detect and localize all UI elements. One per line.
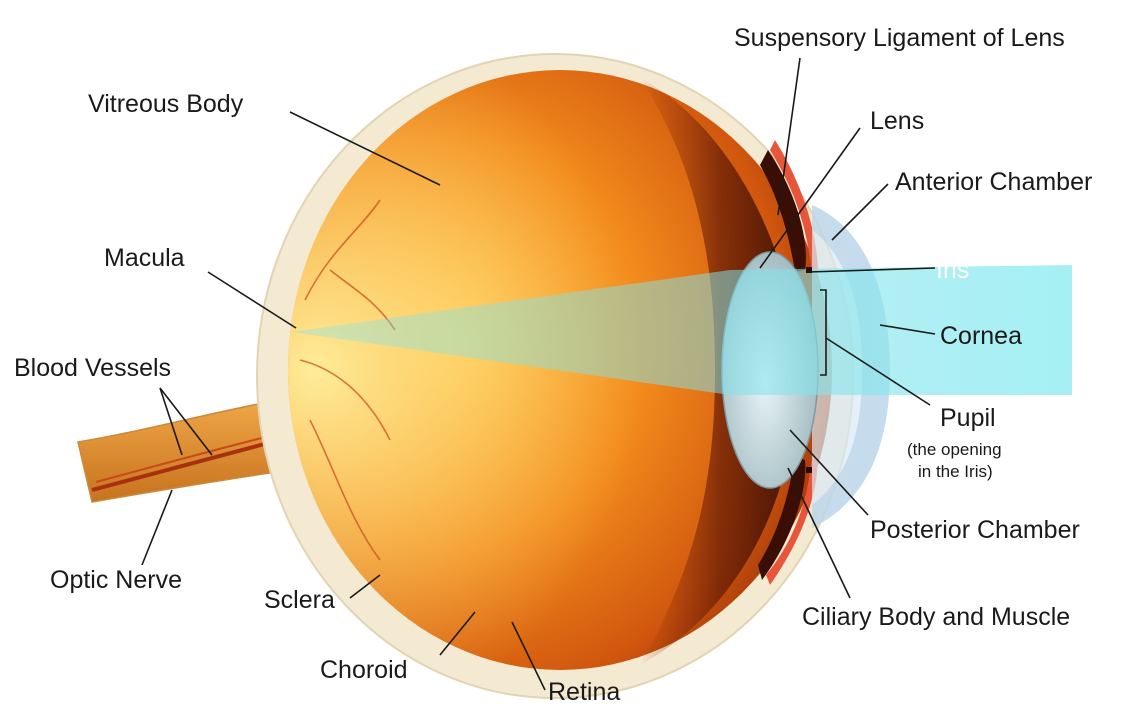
label-suspensory-ligament: Suspensory Ligament of Lens: [734, 24, 1065, 52]
label-macula: Macula: [104, 244, 185, 272]
label-ciliary-body: Ciliary Body and Muscle: [802, 603, 1070, 631]
label-pupil-note-1: (the opening: [907, 440, 1002, 459]
label-cornea: Cornea: [940, 322, 1022, 350]
label-lens: Lens: [870, 107, 924, 135]
label-posterior-chamber: Posterior Chamber: [870, 516, 1080, 544]
label-sclera: Sclera: [264, 586, 335, 614]
label-anterior-chamber: Anterior Chamber: [895, 168, 1092, 196]
label-iris: Iris: [936, 256, 969, 284]
label-blood-vessels: Blood Vessels: [14, 354, 171, 382]
label-retina: Retina: [548, 678, 620, 706]
label-choroid: Choroid: [320, 656, 408, 684]
label-optic-nerve: Optic Nerve: [50, 566, 182, 594]
label-pupil: Pupil: [940, 404, 996, 432]
label-vitreous-body: Vitreous Body: [88, 90, 244, 118]
label-pupil-note-2: in the Iris): [918, 462, 993, 481]
